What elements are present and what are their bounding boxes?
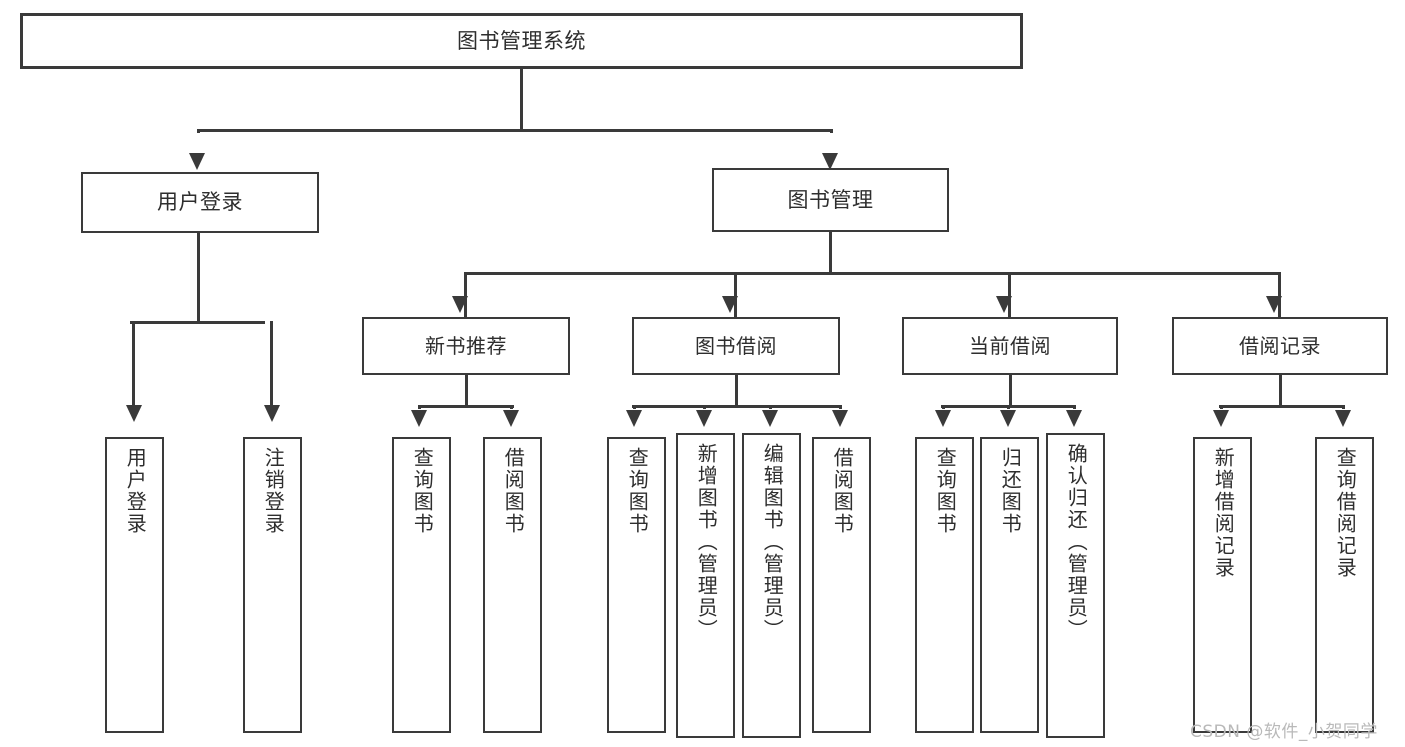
node-label: 注销登录 — [261, 447, 286, 535]
node-label: 查询借阅记录 — [1333, 447, 1358, 579]
csdn-watermark: CSDN @软件_小贺同学 — [1190, 722, 1378, 742]
node-label: 查询图书 — [933, 447, 958, 535]
connector-root-bus — [197, 129, 830, 132]
connector-vertical — [633, 405, 636, 409]
node-book-management[interactable]: 图书管理 — [712, 168, 949, 232]
node-label: 归还图书 — [998, 447, 1023, 535]
node-current-borrow[interactable]: 当前借阅 — [902, 317, 1118, 375]
node-label: 用户登录 — [123, 447, 148, 535]
arrow-head-icon — [722, 296, 738, 313]
node-label: 编辑图书（管理员） — [760, 443, 785, 641]
node-label: 新增借阅记录 — [1211, 447, 1236, 579]
node-label: 查询图书 — [410, 447, 435, 535]
arrow-head-icon — [1213, 410, 1229, 427]
node-new-book-recommend[interactable]: 新书推荐 — [362, 317, 570, 375]
connector-root-stem — [520, 69, 523, 131]
arrow-head-icon — [1066, 410, 1082, 427]
arrow-head-icon — [452, 296, 468, 313]
node-label: 借阅记录 — [1239, 333, 1321, 358]
node-label: 用户登录 — [157, 190, 243, 215]
connector-group-bus — [418, 405, 514, 408]
connector-vertical — [1008, 272, 1011, 318]
connector-vertical — [1007, 405, 1010, 409]
leaf-node[interactable]: 查询图书 — [915, 437, 974, 733]
connector-vertical — [197, 129, 200, 133]
connector-login-bus — [130, 321, 265, 324]
arrow-head-icon — [264, 405, 280, 422]
arrow-head-icon — [832, 410, 848, 427]
connector-vertical — [734, 272, 737, 318]
connector-group-stem — [1279, 375, 1282, 407]
node-user-login[interactable]: 用户登录 — [81, 172, 319, 233]
arrow-head-icon — [935, 410, 951, 427]
connector-vertical — [769, 405, 772, 409]
arrow-head-icon — [1266, 296, 1282, 313]
connector-vertical — [942, 405, 945, 409]
arrow-head-icon — [822, 153, 838, 170]
arrow-head-icon — [996, 296, 1012, 313]
node-label: 图书管理系统 — [457, 28, 586, 53]
leaf-node[interactable]: 借阅图书 — [812, 437, 871, 733]
connector-vertical — [1073, 405, 1076, 409]
node-label: 确认归还（管理员） — [1064, 443, 1089, 641]
arrow-head-icon — [126, 405, 142, 422]
arrow-head-icon — [1335, 410, 1351, 427]
node-label: 借阅图书 — [501, 447, 526, 535]
node-label: 图书借阅 — [695, 333, 777, 358]
connector-books-bus — [464, 272, 1280, 275]
leaf-node[interactable]: 借阅图书 — [483, 437, 542, 733]
node-root-system[interactable]: 图书管理系统 — [20, 13, 1023, 69]
leaf-node[interactable]: 确认归还（管理员） — [1046, 433, 1105, 738]
leaf-node[interactable]: 归还图书 — [980, 437, 1039, 733]
arrow-head-icon — [503, 410, 519, 427]
connector-group-stem — [1009, 375, 1012, 407]
connector-vertical — [1342, 405, 1345, 409]
leaf-node[interactable]: 新增图书（管理员） — [676, 433, 735, 738]
arrow-head-icon — [696, 410, 712, 427]
arrow-head-icon — [189, 153, 205, 170]
connector-vertical — [839, 405, 842, 409]
node-label: 当前借阅 — [969, 333, 1051, 358]
leaf-node[interactable]: 查询图书 — [392, 437, 451, 733]
leaf-node[interactable]: 查询借阅记录 — [1315, 437, 1374, 733]
node-label: 图书管理 — [787, 187, 874, 212]
connector-books-stem — [829, 232, 832, 274]
node-book-borrow[interactable]: 图书借阅 — [632, 317, 840, 375]
node-label: 借阅图书 — [830, 447, 855, 535]
arrow-head-icon — [762, 410, 778, 427]
connector-group-stem — [735, 375, 738, 407]
leaf-node[interactable]: 注销登录 — [243, 437, 302, 733]
connector-group-bus — [632, 405, 842, 408]
connector-vertical — [703, 405, 706, 409]
node-label: 新书推荐 — [425, 333, 507, 358]
leaf-node[interactable]: 查询图书 — [607, 437, 666, 733]
node-borrow-record[interactable]: 借阅记录 — [1172, 317, 1388, 375]
arrow-head-icon — [1000, 410, 1016, 427]
arrow-head-icon — [411, 410, 427, 427]
connector-vertical — [1220, 405, 1223, 409]
connector-vertical — [270, 321, 273, 407]
connector-vertical — [1278, 272, 1281, 318]
connector-vertical — [464, 272, 467, 318]
connector-vertical — [830, 129, 833, 133]
node-label: 查询图书 — [625, 447, 650, 535]
connector-vertical — [418, 405, 421, 409]
connector-group-stem — [465, 375, 468, 407]
connector-login-stem — [197, 233, 200, 323]
connector-group-bus — [1219, 405, 1345, 408]
connector-vertical — [132, 321, 135, 407]
arrow-head-icon — [626, 410, 642, 427]
leaf-node[interactable]: 用户登录 — [105, 437, 164, 733]
leaf-node[interactable]: 新增借阅记录 — [1193, 437, 1252, 733]
connector-vertical — [510, 405, 513, 409]
node-label: 新增图书（管理员） — [694, 443, 719, 641]
leaf-node[interactable]: 编辑图书（管理员） — [742, 433, 801, 738]
